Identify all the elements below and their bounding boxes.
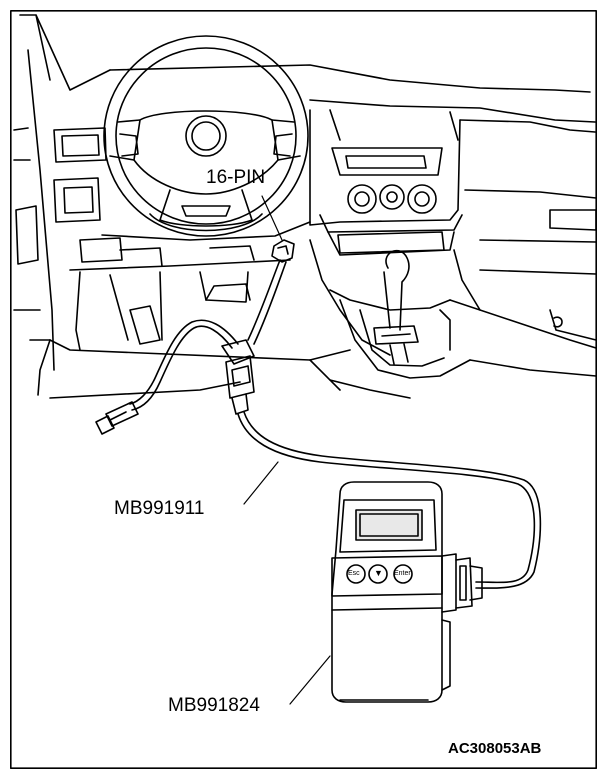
steering-wheel: [103, 35, 309, 237]
diagram-frame: Esc ▼ Enter 16-PIN MB991911 MB991824 AC3…: [10, 10, 597, 769]
label-tool: MB991824: [168, 695, 260, 716]
diagram-canvas: [10, 10, 597, 769]
tool-button-enter: Enter: [394, 570, 411, 577]
scan-tool-mb991824: [289, 481, 483, 705]
label-16-pin: 16-PIN: [206, 167, 266, 188]
diagram-border: [10, 10, 597, 769]
label-cable: MB991911: [114, 498, 205, 519]
car-interior: [13, 14, 597, 399]
tool-button-down: ▼: [374, 568, 383, 578]
figure-id: AC308053AB: [448, 740, 542, 757]
cable-mb991911: [95, 195, 542, 589]
tool-button-esc: Esc: [348, 570, 360, 577]
